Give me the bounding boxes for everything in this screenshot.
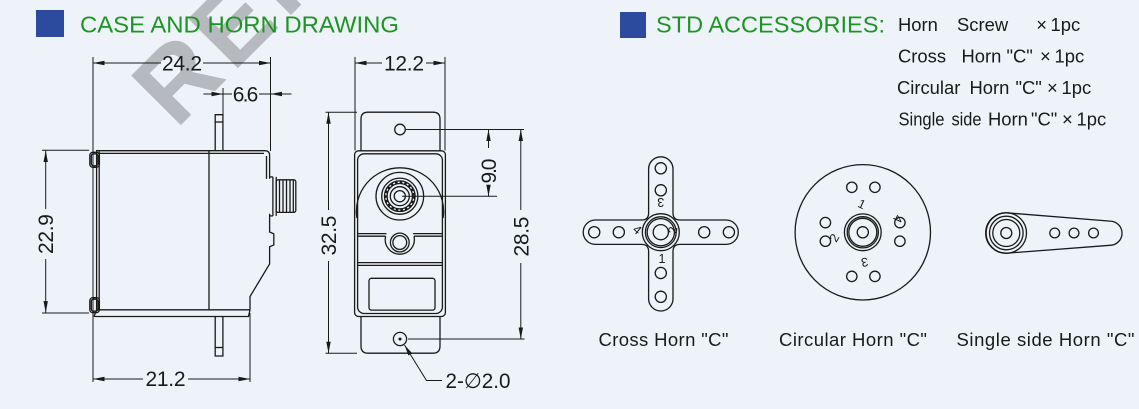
svg-text:Single side Horn "C": Single side Horn "C" <box>957 329 1135 350</box>
svg-text:Circular: Circular <box>897 77 960 98</box>
svg-text:Single: Single <box>899 109 945 130</box>
svg-text:12.2: 12.2 <box>384 53 424 76</box>
svg-text:side: side <box>952 109 982 130</box>
svg-text:"C": "C" <box>1007 46 1033 67</box>
svg-text:6.6: 6.6 <box>233 84 259 107</box>
svg-text:×: × <box>1047 77 1058 98</box>
svg-text:2: 2 <box>666 226 681 235</box>
svg-text:CASE AND HORN DRAWING: CASE AND HORN DRAWING <box>80 12 399 38</box>
svg-text:Horn: Horn <box>970 77 1010 98</box>
svg-text:1: 1 <box>659 252 666 266</box>
svg-text:Cross: Cross <box>898 46 946 67</box>
svg-text:3: 3 <box>657 195 664 209</box>
svg-text:Circular Horn "C": Circular Horn "C" <box>779 329 927 350</box>
svg-text:×: × <box>1040 46 1051 67</box>
svg-text:STD ACCESSORIES:: STD ACCESSORIES: <box>656 12 885 38</box>
svg-text:Horn: Horn <box>962 46 1002 67</box>
svg-text:21.2: 21.2 <box>146 368 186 391</box>
svg-text:2-∅2.0: 2-∅2.0 <box>446 370 511 393</box>
svg-text:1pc: 1pc <box>1077 109 1107 130</box>
svg-text:"C": "C" <box>1031 109 1057 130</box>
svg-text:×: × <box>1036 14 1047 35</box>
svg-text:Cross Horn "C": Cross Horn "C" <box>599 329 729 350</box>
svg-text:Horn: Horn <box>988 109 1028 130</box>
svg-text:×: × <box>1062 109 1073 130</box>
svg-text:28.5: 28.5 <box>510 217 533 257</box>
svg-text:"C": "C" <box>1016 77 1042 98</box>
svg-text:Horn: Horn <box>898 14 938 35</box>
svg-text:1pc: 1pc <box>1062 77 1092 98</box>
svg-text:22.9: 22.9 <box>35 214 58 254</box>
svg-text:24.2: 24.2 <box>162 53 202 76</box>
svg-text:1pc: 1pc <box>1055 46 1085 67</box>
svg-text:Screw: Screw <box>957 14 1009 35</box>
svg-text:32.5: 32.5 <box>318 216 341 256</box>
svg-text:3: 3 <box>860 254 869 269</box>
svg-text:1pc: 1pc <box>1051 14 1081 35</box>
svg-text:9.0: 9.0 <box>478 159 501 184</box>
